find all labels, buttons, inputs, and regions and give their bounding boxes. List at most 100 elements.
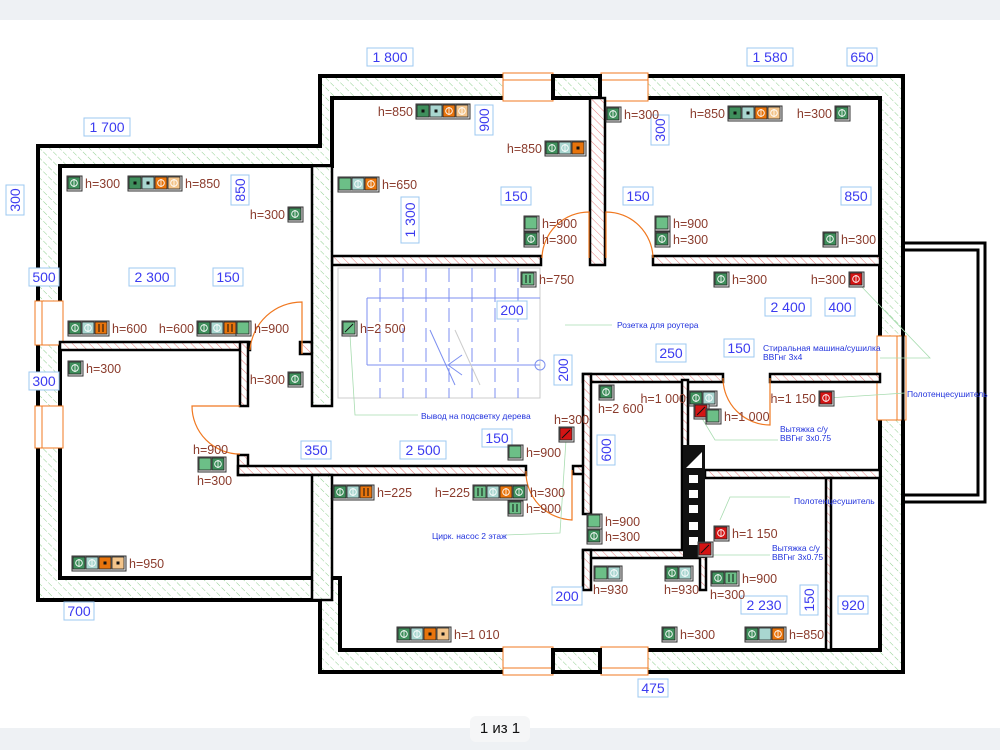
outlet-height-label: h=850 xyxy=(185,177,220,191)
dimension-value: 150 xyxy=(626,188,650,204)
outlet-height-label: h=225 xyxy=(377,486,412,500)
dimension-value: 1 800 xyxy=(372,49,407,65)
outlet-group: h=300 xyxy=(654,231,708,248)
outlet-group: h=1 000 xyxy=(705,408,770,425)
outlet-height-label: h=300 xyxy=(86,362,121,376)
outlet-height-label: h=2 500 xyxy=(360,322,406,336)
outlet-height-label: h=300 xyxy=(85,177,120,191)
double-switch-green-icon xyxy=(521,272,535,286)
outlet-height-label: h=225 xyxy=(435,486,470,500)
outlet-group: h=300 xyxy=(605,106,659,123)
outlet-group: h=300 xyxy=(713,271,767,288)
outlet-height-label: h=900 xyxy=(254,322,289,336)
dimension-value: 200 xyxy=(555,358,571,382)
outlet-group xyxy=(697,541,714,558)
outlet-height-label: h=300 xyxy=(680,628,715,642)
outer-wall xyxy=(36,74,905,674)
outlet-height-label: h=900 xyxy=(526,446,561,460)
switch-green-icon xyxy=(524,216,538,230)
outlet-height-label: h=300 xyxy=(530,486,565,500)
dimension-label: 250 xyxy=(655,343,687,363)
dimension-label: 600 xyxy=(596,434,616,466)
dimension-value: 300 xyxy=(652,118,668,142)
switch-green-icon xyxy=(706,409,720,423)
viewer-toolbar xyxy=(0,0,1000,20)
dimension-label: 850 xyxy=(840,186,872,206)
outlet-group: h=300 xyxy=(661,626,715,643)
dimension-label: 1 800 xyxy=(366,47,414,67)
dimension-label: 300 xyxy=(28,371,60,391)
outlet-group: h=300 xyxy=(67,360,121,377)
dimension-label: 150 xyxy=(500,186,532,206)
outlet-height-label: h=600 xyxy=(159,322,194,336)
dimension-label: 150 xyxy=(481,428,513,448)
outlet-height-label: h=300 xyxy=(542,233,577,247)
dimension-label: 300 xyxy=(5,184,25,216)
dimension-label: 2 300 xyxy=(128,267,176,287)
outlet-group: h=300 xyxy=(250,206,304,223)
dimension-value: 850 xyxy=(232,178,248,202)
page-indicator[interactable]: 1 из 1 xyxy=(470,716,530,742)
dimension-value: 850 xyxy=(844,188,868,204)
outlet-height-label: h=850 xyxy=(378,105,413,119)
outlet-height-label: h=300 xyxy=(250,208,285,222)
outlet-group: h=300 xyxy=(586,528,640,545)
plain-teal-icon xyxy=(758,627,772,641)
annotation-note: Стиральная машина/сушилка xyxy=(763,343,881,353)
switch-green-icon xyxy=(655,216,669,230)
outlet-height-label: h=900 xyxy=(605,515,640,529)
outlet-group: h=900 xyxy=(235,320,289,337)
outlet-group: h=300 xyxy=(250,371,304,388)
dimension-label: 200 xyxy=(551,586,583,606)
outlet-height-label: h=930 xyxy=(664,583,699,597)
switch-green-icon xyxy=(236,321,250,335)
dimension-value: 250 xyxy=(659,345,683,361)
dimension-label: 150 xyxy=(212,267,244,287)
switch-green-icon xyxy=(508,445,522,459)
outlet-height-label: h=300 xyxy=(732,273,767,287)
annotation-note: Полотенцесушитель xyxy=(794,496,875,506)
outlet-group: h=225 xyxy=(332,484,412,501)
dimension-value: 2 500 xyxy=(405,442,440,458)
outlet-group: h=900 xyxy=(507,444,561,461)
outlet-height-label: h=1 000 xyxy=(724,410,770,424)
dimension-value: 150 xyxy=(216,269,240,285)
dimension-label: 475 xyxy=(637,678,669,698)
annotation-note: Вывод на подсветку дерева xyxy=(421,411,531,421)
dimension-label: 1 300 xyxy=(400,196,420,244)
dimension-label: 650 xyxy=(846,47,878,67)
dimension-value: 650 xyxy=(850,49,874,65)
outlet-group: h=850 xyxy=(690,105,783,122)
dimension-value: 300 xyxy=(7,188,23,212)
dimension-value: 400 xyxy=(828,299,852,315)
outlet-group: h=300 xyxy=(66,175,120,192)
double-orange-icon xyxy=(94,321,108,335)
balcony xyxy=(901,241,987,504)
dimension-label: 700 xyxy=(63,601,95,621)
outlet-height-label: h=1 010 xyxy=(454,628,500,642)
outlet-height-label: h=1 000 xyxy=(640,392,686,406)
outlet-group: h=900 xyxy=(586,513,640,530)
dimension-value: 900 xyxy=(476,108,492,132)
staircase xyxy=(337,267,546,399)
dimension-value: 500 xyxy=(32,269,56,285)
switch-green-icon xyxy=(587,514,601,528)
outlet-height-label: h=850 xyxy=(789,628,824,642)
doors xyxy=(191,211,771,521)
outlet-height-label: h=900 xyxy=(193,443,228,457)
outlet-group: h=950 xyxy=(71,555,164,572)
outlet-height-label: h=900 xyxy=(542,217,577,231)
outlet-group: h=1 000 xyxy=(640,390,718,407)
outlet-group: h=300 xyxy=(554,413,589,443)
double-switch-green-icon xyxy=(724,571,738,585)
dimension-value: 2 300 xyxy=(134,269,169,285)
dimension-label: 200 xyxy=(553,354,573,386)
dimension-value: 920 xyxy=(841,597,865,613)
outlet-group: h=300 xyxy=(523,231,577,248)
annotation-note: ВВГнг 3х0.75 xyxy=(772,552,823,562)
annotation-note: Вытяжка с/у xyxy=(772,543,821,553)
